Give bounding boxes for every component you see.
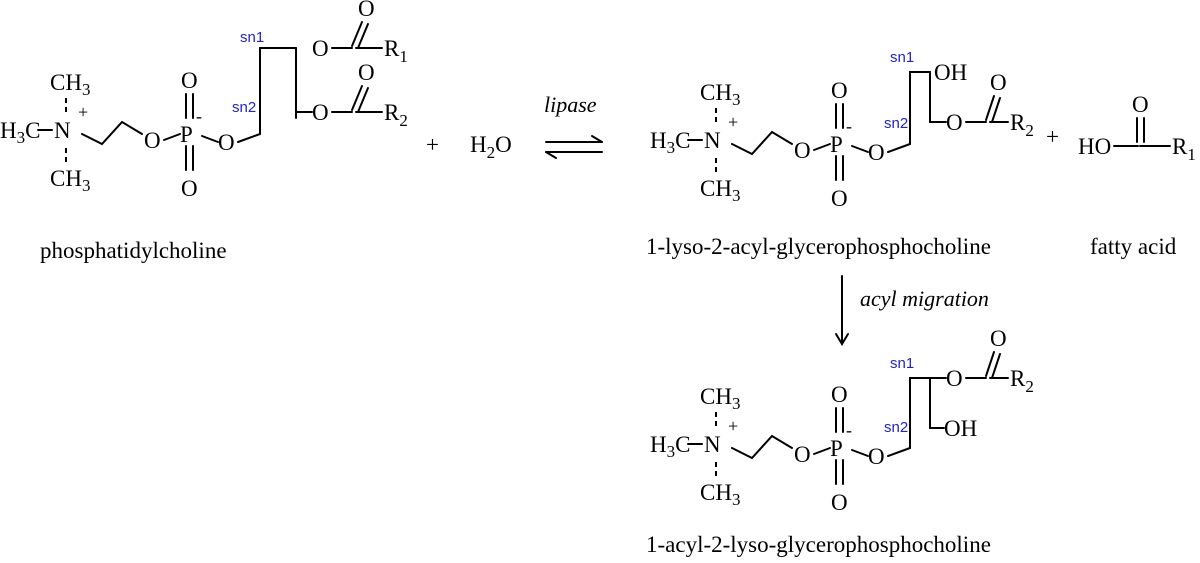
svg-text:O: O [1132,92,1149,117]
sn1-label-b: sn1 [890,49,914,66]
svg-text:O: O [990,326,1007,351]
svg-text:R1: R1 [1172,134,1196,164]
sn1-label-c: sn1 [890,355,914,372]
equilibrium-arrow [545,135,603,159]
hydroxyl-sn2: OH [944,416,977,441]
svg-text:R2: R2 [384,100,408,130]
sn1-label: sn1 [240,29,264,46]
svg-text:R2: R2 [1010,366,1034,396]
lipase-label: lipase [544,92,597,117]
phosphatidylcholine-caption: phosphatidylcholine [40,238,227,263]
acyl-2-lyso-caption: 1-acyl-2-lyso-glycerophosphocholine [646,532,991,557]
lyso-2-acyl-caption: 1-lyso-2-acyl-glycerophosphocholine [646,234,991,259]
phosphatidylcholine-structure: sn1 sn2 O O R1 O O R2 [0,0,408,202]
svg-text:O: O [312,100,329,125]
svg-text:O: O [312,36,329,61]
svg-text:O: O [990,70,1007,95]
hydroxyl-sn1: OH [934,60,967,85]
fatty-acid-caption: fatty acid [1090,234,1177,259]
fatty-acid-structure: HO O R1 [1078,92,1196,164]
svg-text:O: O [358,60,375,85]
svg-text:O: O [946,366,963,391]
water-label: H2O [470,132,512,162]
acid-ho: HO [1078,134,1111,159]
plus-sign-1: + [426,132,439,157]
lyso-2-acyl-structure: sn1 sn2 OH O O R2 [649,49,1034,212]
sn2-label: sn2 [232,99,256,116]
svg-text:O: O [358,0,375,21]
acyl-migration-label: acyl migration [860,286,989,311]
sn2-label-b: sn2 [884,115,908,132]
plus-sign-2: + [1046,124,1059,149]
sn2-label-c: sn2 [884,419,908,436]
svg-text:R2: R2 [1010,110,1034,140]
svg-text:R1: R1 [384,36,408,66]
acyl-2-lyso-structure: sn1 sn2 OH O O R2 [649,326,1034,516]
migration-arrow [835,275,849,346]
svg-text:O: O [946,110,963,135]
